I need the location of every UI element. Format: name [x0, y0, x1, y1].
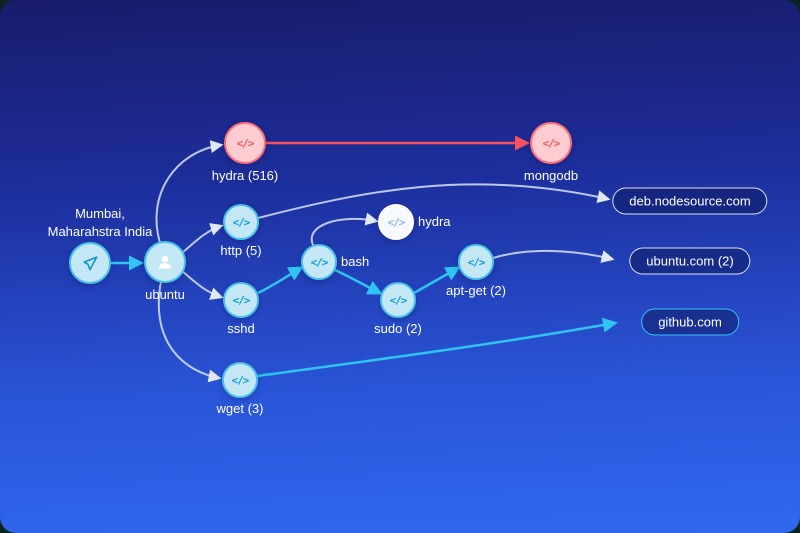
domain-label: github.com: [658, 314, 722, 330]
edge-sshd-bash: [257, 266, 304, 295]
location-line-2: Maharahstra India: [47, 224, 153, 239]
code-icon: </>: [232, 293, 251, 307]
node-label: apt-get (2): [446, 283, 506, 298]
user-icon: [158, 255, 172, 269]
node-label: mongodb: [523, 168, 579, 183]
send-icon: [83, 256, 98, 271]
edge-wget-github: [256, 317, 618, 378]
domain-github-com[interactable]: github.com: [641, 308, 739, 336]
domain-label: ubuntu.com (2): [646, 253, 734, 269]
code-icon: </>: [467, 255, 486, 269]
code-icon: </>: [232, 215, 251, 229]
code-icon: </>: [310, 255, 329, 269]
node-label: ubuntu: [145, 287, 185, 302]
edge-ubuntu-http: [181, 223, 224, 254]
code-icon: </>: [387, 215, 406, 229]
edge-ubuntu-wget: [157, 280, 222, 383]
domain-ubuntu-com[interactable]: ubuntu.com (2): [629, 247, 751, 275]
edge-bash-sudo: [334, 268, 383, 295]
domain-deb-nodesource[interactable]: deb.nodesource.com: [612, 187, 768, 215]
node-label: hydra (516): [211, 168, 279, 183]
location-line-1: Mumbai,: [75, 205, 125, 221]
code-icon: </>: [389, 293, 408, 307]
location-label: Mumbai, Maharahstra India: [48, 205, 153, 241]
node-label: sshd: [227, 321, 255, 336]
edge-sudo-aptget: [413, 266, 461, 295]
edge-aptget-ubuntucom: [492, 249, 615, 263]
edge-bash-hydra: [310, 212, 379, 248]
edge-ubuntu-hydra516: [155, 140, 224, 244]
edge-http-nodesource: [257, 183, 611, 219]
node-label: sudo (2): [374, 321, 422, 336]
node-label: http (5): [220, 243, 262, 258]
edge-ubuntu-sshd: [181, 270, 224, 300]
code-icon: </>: [231, 373, 250, 387]
node-label: hydra: [418, 214, 451, 229]
code-icon: </>: [236, 136, 255, 150]
code-icon: </>: [542, 136, 561, 150]
domain-label: deb.nodesource.com: [629, 193, 751, 209]
node-label: wget (3): [216, 401, 264, 416]
node-label: bash: [341, 254, 370, 269]
